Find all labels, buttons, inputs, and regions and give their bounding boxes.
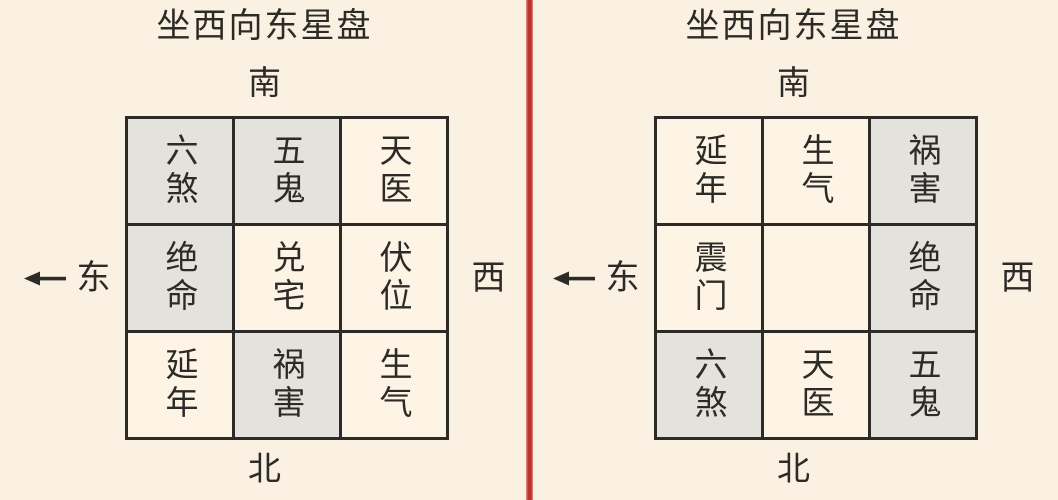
grid-cell: 天医 [341,119,446,224]
direction-label-north: 北 [777,450,810,488]
cell-label: 震门 [690,240,727,317]
grid-cell: 震门 [656,226,761,331]
cell-label: 兑宅 [268,240,305,317]
east-direction-group: 东 [23,259,111,298]
grid-cell: 伏位 [341,226,446,331]
grid-cell: 生气 [341,333,446,438]
cell-label: 生气 [797,133,834,210]
chart-title: 坐西向东星盘 [685,7,902,45]
star-grid: 延年 生气 祸害 震门 绝命 六煞 天医 五鬼 [653,116,978,441]
left-arrow-icon [23,271,66,286]
chart-panel-right: 坐西向东星盘 南 东 延年 生气 祸害 震门 绝命 六煞 天医 五鬼 西 [529,0,1058,500]
cell-label: 延年 [690,133,727,210]
cell-label: 天医 [797,347,834,424]
grid-cell: 绝命 [127,226,232,331]
grid-cell: 五鬼 [234,119,339,224]
direction-label-south: 南 [777,64,810,102]
chart-title: 坐西向东星盘 [156,7,373,45]
cell-label: 绝命 [904,240,941,317]
direction-label-north: 北 [248,450,281,488]
left-arrow-icon [552,271,595,286]
grid-cell: 天医 [763,333,868,438]
grid-cell-center-house: 兑宅 [234,226,339,331]
cell-label: 伏位 [375,240,412,317]
grid-row: 东 六煞 五鬼 天医 绝命 兑宅 伏位 延年 祸害 生气 西 [23,116,506,441]
east-direction-group: 东 [552,259,640,298]
direction-label-south: 南 [248,64,281,102]
grid-cell: 五鬼 [870,333,975,438]
cell-label: 六煞 [161,133,198,210]
direction-label-west: 西 [1000,259,1035,298]
red-divider-line [526,0,533,500]
cell-label: 生气 [375,347,412,424]
direction-label-east: 东 [605,259,640,298]
cell-label: 五鬼 [904,347,941,424]
grid-cell: 祸害 [870,119,975,224]
grid-row: 东 延年 生气 祸害 震门 绝命 六煞 天医 五鬼 西 [552,116,1035,441]
cell-label: 祸害 [268,347,305,424]
direction-label-west: 西 [471,259,506,298]
grid-cell: 绝命 [870,226,975,331]
star-grid: 六煞 五鬼 天医 绝命 兑宅 伏位 延年 祸害 生气 [124,116,449,441]
chart-panel-left: 坐西向东星盘 南 东 六煞 五鬼 天医 绝命 兑宅 伏位 延年 祸害 生气 [23,7,506,488]
grid-cell-empty-center [763,226,868,331]
grid-cell: 延年 [656,119,761,224]
grid-cell: 延年 [127,333,232,438]
cell-label: 天医 [375,133,412,210]
cell-label: 祸害 [904,133,941,210]
cell-label: 绝命 [161,240,198,317]
direction-label-east: 东 [76,259,111,298]
grid-cell: 祸害 [234,333,339,438]
grid-cell: 生气 [763,119,868,224]
cell-label: 五鬼 [268,133,305,210]
cell-label: 六煞 [690,347,727,424]
grid-cell: 六煞 [127,119,232,224]
cell-label: 延年 [161,347,198,424]
grid-cell: 六煞 [656,333,761,438]
